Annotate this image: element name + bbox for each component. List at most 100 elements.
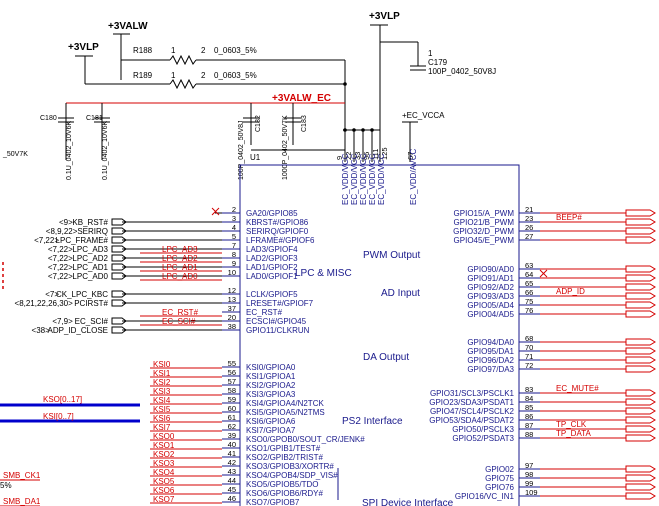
r188-pin1: 1 — [171, 46, 176, 55]
pin-name: GPIO02 — [485, 465, 514, 474]
net-label: LPC_AD0 — [72, 272, 108, 281]
pin-number: 85 — [525, 403, 533, 412]
kb-net-label: KSO2 — [153, 450, 175, 459]
section-lpc-misc: LPC & MISC — [295, 268, 352, 279]
pin-number: 42 — [228, 458, 236, 467]
pin-name: GPIO53/SDA4/PSDAT2 — [429, 416, 514, 425]
net-label: EC_SCI# — [75, 317, 109, 326]
kb-net-label: KSO4 — [153, 468, 175, 477]
pin-number: 98 — [525, 470, 533, 479]
kb-net-label: KSI5 — [153, 405, 171, 414]
pin-name: GPIO52/PSDAT3 — [452, 434, 514, 443]
pin-number: 9 — [232, 259, 236, 268]
r189-value: 0_0603_5% — [214, 71, 257, 80]
vcc-label: EC_VDD/VCC — [350, 153, 359, 205]
pin-number: 8 — [232, 250, 236, 259]
sheet-ref: <7,22> — [48, 263, 73, 272]
net-red-label: EC_SCI# — [162, 317, 196, 326]
sheet-ref: <7,22> — [48, 245, 73, 254]
pin-name: KSI1/GPIOA1 — [246, 372, 296, 381]
c182-value: 100P_0402_50V8J — [238, 120, 245, 180]
pin-name: GPIO97/DA3 — [467, 365, 514, 374]
kb-net-label: KSI4 — [153, 396, 171, 405]
net-smb-ck1: SMB_CK1 — [3, 471, 41, 480]
pin-number: 21 — [525, 205, 533, 214]
pin-number: 23 — [525, 214, 533, 223]
pin-number: 37 — [228, 304, 236, 313]
r188-pin2: 2 — [201, 46, 206, 55]
pin-number: 97 — [525, 461, 533, 470]
pin-name: GPIO15/A_PWM — [454, 209, 515, 218]
pwr-pin-96: 96 — [362, 152, 371, 160]
net-3valw: +3VALW — [108, 21, 148, 32]
right-pin-group: 21GPIO15/A_PWM23GPIO21/B_PWMBEEP#26GPIO3… — [429, 205, 656, 501]
section-ps2-interface: PS2 Interface — [342, 416, 403, 427]
sheet-ref: <7,22> — [34, 236, 59, 245]
net-red-label: LPC_AD3 — [162, 245, 198, 254]
pin-name: LAD0/GPIOF1 — [246, 272, 298, 281]
pin-number: 88 — [525, 430, 533, 439]
pwr-pin-111: 111 — [371, 149, 380, 160]
pin-name: KSI4/GPIOA4/N2TCK — [246, 399, 324, 408]
pin-number: 99 — [525, 479, 533, 488]
pin-number: 57 — [228, 377, 236, 386]
section-ad-input: AD Input — [381, 288, 420, 299]
pin-number: 55 — [228, 359, 236, 368]
bus-kso: KSO[0..17] — [43, 395, 82, 404]
pin-name: GPIO96/DA2 — [467, 356, 514, 365]
kb-net-label: KSO1 — [153, 441, 175, 450]
pin-number: 63 — [525, 261, 533, 270]
sheet-ref: <7,22> — [48, 272, 73, 281]
pin-name: LAD1/GPIOF2 — [246, 263, 298, 272]
ec-chip-body — [239, 164, 520, 506]
pin-number: 70 — [525, 343, 533, 352]
kb-net-label: KSO6 — [153, 486, 175, 495]
pin-number: 39 — [228, 431, 236, 440]
c180-value: 0.1U_0402_10V6K — [66, 121, 73, 180]
pin-number: 7 — [232, 241, 236, 250]
sheet-ref: <8,9,22> — [46, 227, 78, 236]
pin-number: 65 — [525, 279, 533, 288]
kb-net-label: KSI7 — [153, 423, 171, 432]
pin-number: 46 — [228, 494, 236, 503]
pin-number: 72 — [525, 361, 533, 370]
net-red-label: LPC_AD0 — [162, 272, 198, 281]
pin-name: GPIO31/SCL3/PSCLK1 — [430, 389, 515, 398]
pin-name: KSI3/GPIOA3 — [246, 390, 296, 399]
pin-name: GPIO47/SCL4/PSCLK2 — [430, 407, 515, 416]
pin-name: KSO1/GPIB1/TEST# — [246, 444, 321, 453]
pin-name: GPIO23/SDA3/PSDAT1 — [429, 398, 514, 407]
kb-net-label: KSO0 — [153, 432, 175, 441]
pin-number: 41 — [228, 449, 236, 458]
pin-name: GPIO94/DA0 — [467, 338, 514, 347]
r189-pin1: 1 — [171, 71, 176, 80]
pin-number: 76 — [525, 306, 533, 315]
pin-name: EC_RST# — [246, 308, 283, 317]
pin-number: 26 — [525, 223, 533, 232]
pin-number: 4 — [232, 223, 236, 232]
vcc-label: EC_VDD/AVCC — [409, 148, 418, 205]
kb-net-label: KSI6 — [153, 414, 171, 423]
pin-name: GPIO91/AD1 — [467, 274, 514, 283]
pin-name: ECSCI#/GPIO45 — [246, 317, 307, 326]
pin-name: LFRAME#/GPIOF6 — [246, 236, 315, 245]
pin-name: KSO4/GPOB4/SDP_VIS# — [246, 471, 338, 480]
c182-ref: C182 — [255, 115, 262, 132]
net-red-label: ADP_ID — [556, 287, 585, 296]
c181-ref: C181 — [86, 115, 103, 122]
pin-name: SERIRQ/GPIOF0 — [246, 227, 309, 236]
pin-number: 71 — [525, 352, 533, 361]
pin-number: 68 — [525, 334, 533, 343]
pin-name: KSO2/GPIB2/TRIST# — [246, 453, 323, 462]
net-3vlp-right: +3VLP — [369, 11, 400, 22]
sheet-ref: <7> — [45, 290, 59, 299]
pin-name: GPIO04/AD5 — [467, 310, 514, 319]
pin-number: 20 — [228, 313, 236, 322]
net-label: LPC_AD2 — [72, 254, 108, 263]
pin-number: 66 — [525, 288, 533, 297]
pin-number: 13 — [228, 295, 236, 304]
pin-number: 64 — [525, 270, 533, 279]
pin-name: KSO5/GPIOB5/TDO — [246, 480, 318, 489]
pin-name: LCLK/GPIOF5 — [246, 290, 298, 299]
